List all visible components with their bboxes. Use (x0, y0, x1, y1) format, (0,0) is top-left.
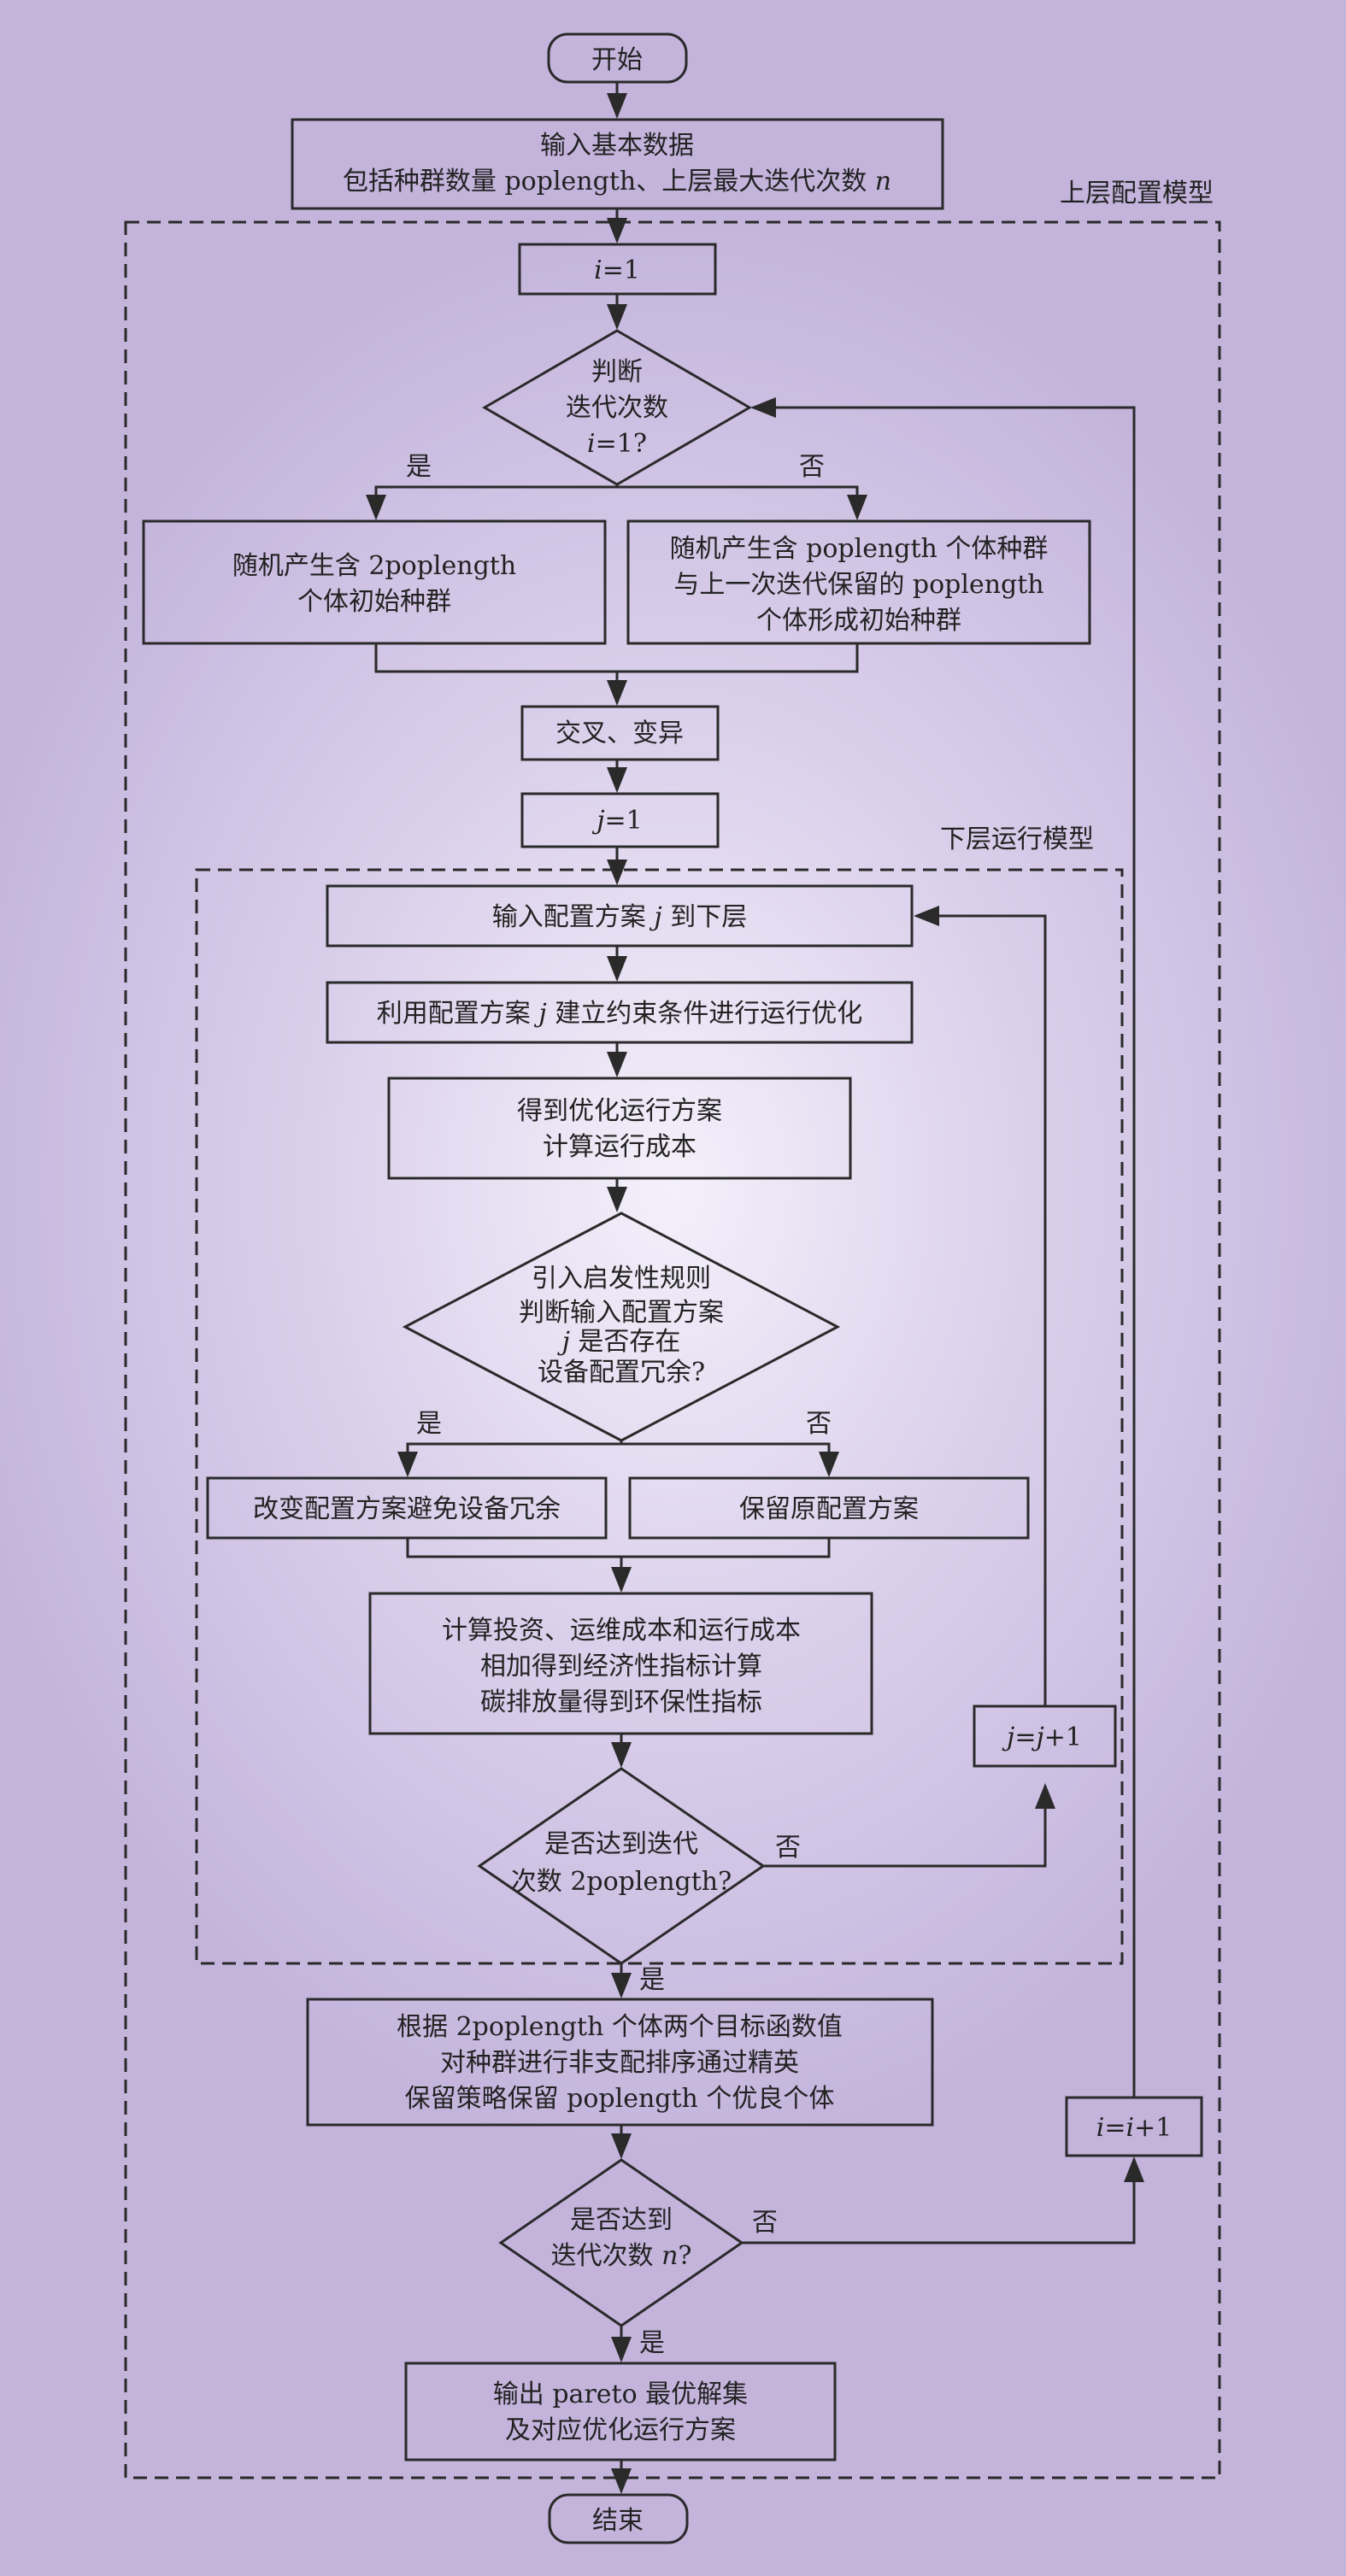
keep-label: 保留原配置方案 (739, 1494, 919, 1524)
no-label: 否 (752, 2208, 778, 2238)
lower-model-region (195, 868, 1124, 1965)
sort-line2: 对种群进行非支配排序通过精英 (440, 2048, 799, 2078)
loop-back-line (750, 397, 1136, 2098)
input-line1: 输入基本数据 (540, 131, 694, 161)
yes-label: 是 (639, 2328, 665, 2358)
input-scheme-j-box (326, 884, 914, 948)
judge3-line1: 是否达到迭代 (544, 1829, 698, 1859)
judge4-line1: 是否达到 (570, 2205, 673, 2235)
yes-label: 是 (416, 1409, 442, 1439)
left-init-line2: 个体初始种群 (297, 587, 451, 617)
input-line2: 包括种群数量 poplength、上层最大迭代次数 n (343, 167, 891, 197)
output-line2: 及对应优化运行方案 (505, 2415, 736, 2445)
output-pareto-box (404, 2362, 837, 2462)
upper-model-region (124, 220, 1221, 2479)
merge-line (406, 1538, 831, 1558)
judge4-line2: 迭代次数 n? (551, 2241, 692, 2271)
right-init-line1: 随机产生含 poplength 个体种群 (670, 534, 1049, 564)
judge2-line2: 判断输入配置方案 (519, 1298, 724, 1328)
yes-branch-line (366, 484, 619, 520)
j-init-box (520, 792, 720, 848)
no-branch-line (617, 485, 867, 520)
start-label: 开始 (591, 45, 643, 75)
merge-line (374, 643, 859, 673)
sort-line3: 保留策略保留 poplength 个优良个体 (405, 2084, 835, 2114)
right-init-line3: 个体形成初始种群 (756, 606, 961, 636)
lower-model-label: 下层运行模型 (940, 824, 1094, 854)
right-init-line2: 与上一次迭代保留的 poplength (673, 570, 1043, 600)
end-terminal (548, 2493, 689, 2544)
upper-model-label: 上层配置模型 (1060, 179, 1214, 208)
loop-back-line (914, 906, 1047, 1706)
j-init-label: j=1 (591, 806, 643, 836)
use-j-label: 利用配置方案 j 建立约束条件进行运行优化 (377, 999, 862, 1029)
no-label: 否 (775, 1833, 801, 1863)
yes-branch-line (397, 1441, 623, 1477)
output-line1: 输出 pareto 最优解集 (493, 2379, 748, 2409)
crossover-label: 交叉、变异 (555, 719, 684, 748)
judge2-line3: j 是否存在 (557, 1327, 681, 1357)
judge2-line4: 设备配置冗余? (538, 1358, 705, 1388)
calc-line1: 计算投资、运维成本和运行成本 (442, 1616, 801, 1646)
judge1-line1: 判断 (591, 357, 643, 387)
optimal-operation-box (387, 1077, 852, 1180)
i-init-label: i=1 (594, 255, 640, 285)
i-inc-label: i=i+1 (1096, 2113, 1173, 2143)
sort-line1: 根据 2poplength 个体两个目标函数值 (397, 2012, 843, 2042)
end-label: 结束 (592, 2506, 644, 2536)
input-j-label: 输入配置方案 j 到下层 (492, 902, 747, 932)
judge1-line3: i=1? (587, 429, 647, 459)
calc-line3: 碳排放量得到环保性指标 (480, 1687, 762, 1717)
judge2-line1: 引入启发性规则 (532, 1264, 711, 1294)
no-loop-line (763, 1783, 1055, 1868)
judge1-line2: 迭代次数 (566, 393, 668, 423)
yes-label: 是 (639, 1965, 665, 1995)
judge3-line2: 次数 2poplength? (511, 1867, 732, 1897)
no-branch-line (621, 1442, 839, 1477)
left-init-line1: 随机产生含 2poplength (232, 551, 516, 581)
inner-iteration-diamond (477, 1767, 766, 1965)
use-scheme-j-box (326, 981, 914, 1044)
crossover-mutation-box (520, 705, 720, 761)
no-label: 否 (806, 1409, 832, 1439)
get-opt-line2: 计算运行成本 (543, 1132, 697, 1162)
no-loop-line (742, 2156, 1144, 2244)
get-opt-line1: 得到优化运行方案 (517, 1096, 722, 1126)
calc-line2: 相加得到经济性指标计算 (480, 1652, 762, 1681)
j-inc-label: j=j+1 (1002, 1722, 1082, 1752)
yes-label: 是 (406, 452, 432, 482)
change-label: 改变配置方案避免设备冗余 (253, 1494, 561, 1524)
random-init-poplength-box (626, 519, 1091, 645)
no-label: 否 (799, 452, 825, 482)
random-init-2poplength-box (142, 519, 607, 645)
